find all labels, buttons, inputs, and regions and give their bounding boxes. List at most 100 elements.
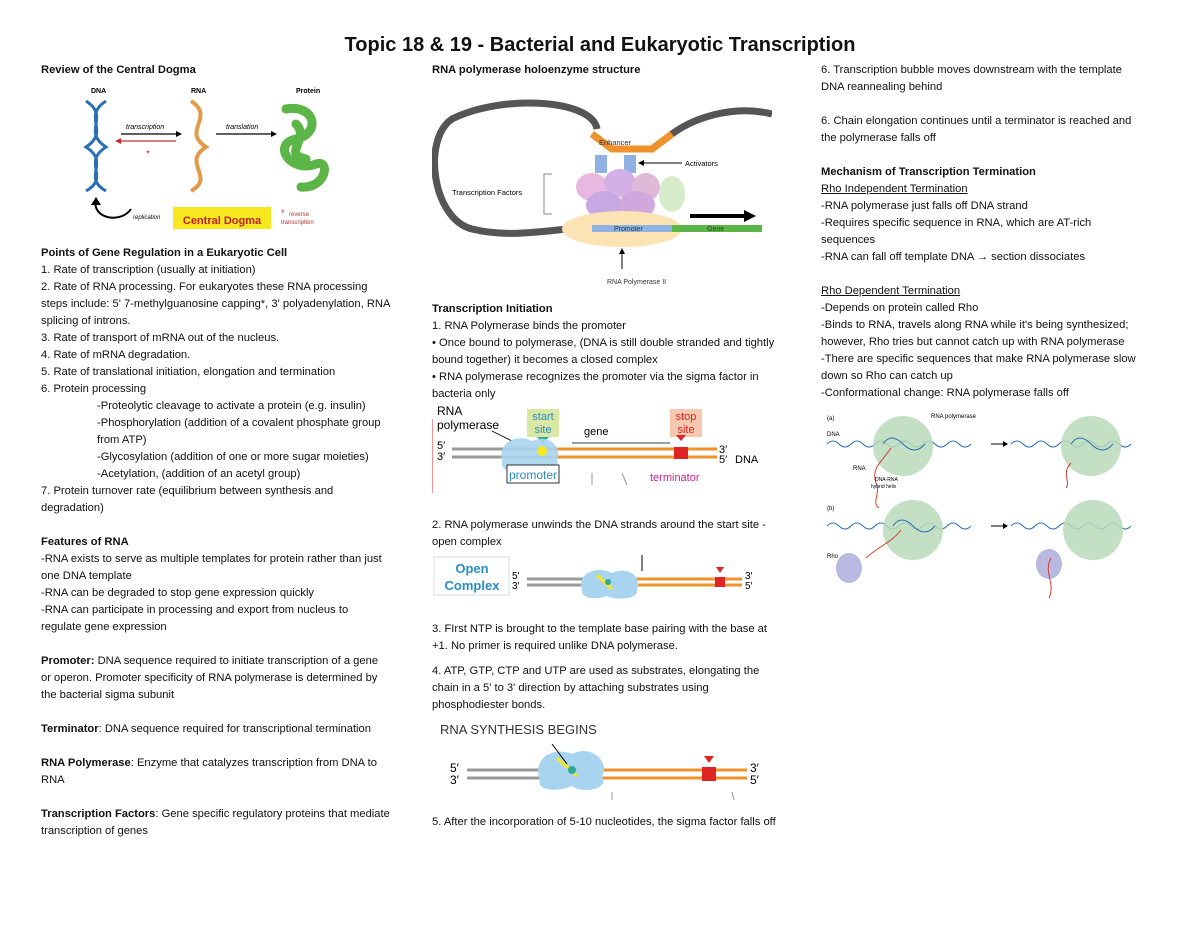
rho-dependent-item: -Depends on protein called Rho	[821, 302, 979, 314]
hybrid-label-1: DNA-RNA	[875, 477, 898, 483]
page-title: Topic 18 & 19 - Bacterial and Eukaryotic…	[344, 34, 856, 56]
fig-protein-label: Protein	[296, 88, 320, 95]
regulation-item: 4. Rate of mRNA degradation.	[41, 349, 191, 361]
regulation-item: 1. Rate of transcription (usually at ini…	[41, 264, 256, 276]
rho-independent-item: -Requires specific sequence in RNA, whic…	[821, 217, 1092, 246]
panel-a-label: (a)	[827, 416, 834, 422]
fig1-polymerase-label: polymerase	[437, 418, 499, 432]
fig-rna-label: RNA	[191, 88, 206, 95]
gene-label: Gene	[707, 226, 724, 233]
step-3: 3. FIrst NTP is brought to the template …	[432, 623, 767, 652]
fig1-r3prime: 3′	[719, 444, 727, 456]
fig1-5prime: 5′	[437, 440, 445, 452]
open-label: Open	[455, 561, 488, 576]
legend-reverse-2: transcription	[281, 220, 314, 226]
rna-features-heading: Features of RNA	[41, 536, 129, 548]
rho-independent-item: -RNA polymerase just falls off DNA stran…	[821, 200, 1028, 212]
rho-independent-heading: Rho Independent Termination	[821, 183, 968, 195]
definition-term: Terminator	[41, 723, 99, 735]
fig-transcription-label: transcription	[126, 124, 164, 131]
holoenzyme-figure: Enhancer Activators Transcription Factor…	[432, 99, 772, 286]
definition-term: Promoter:	[41, 655, 95, 667]
regulation-item: 7. Protein turnover rate (equilibrium be…	[41, 485, 334, 514]
fig3-5prime: 5′	[450, 761, 460, 775]
definition: Terminator: DNA sequence required for tr…	[41, 721, 391, 738]
dna-helix-icon	[83, 99, 109, 193]
rho-dependent-heading: Rho Dependent Termination	[821, 285, 961, 297]
protein-icon	[280, 103, 329, 192]
regulation-item: 3. Rate of transport of mRNA out of the …	[41, 332, 280, 344]
transcription-factors-label: Transcription Factors	[452, 188, 522, 197]
rna-feature: -RNA can be degraded to stop gene expres…	[41, 587, 315, 599]
central-dogma-banner	[173, 207, 271, 229]
fig1-gene-label: gene	[584, 426, 608, 438]
fig1-r5prime: 5′	[719, 454, 727, 466]
fig-star: *	[146, 149, 150, 160]
initiation-heading: Transcription Initiation	[432, 303, 553, 315]
step-4: 4. ATP, GTP, CTP and UTP are used as sub…	[432, 665, 760, 711]
definition-text: : Gene specific regulatory proteins that…	[41, 808, 390, 837]
initiation-item: • RNA polymerase recognizes the promoter…	[432, 371, 759, 400]
replication-arrow-icon	[94, 198, 132, 219]
rho-dependent-item: -There are specific sequences that make …	[821, 353, 1136, 382]
definition-term: Transcription Factors	[41, 808, 156, 820]
definition-text: : DNA sequence required for transcriptio…	[98, 723, 371, 735]
rna-feature: -RNA exists to serve as multiple templat…	[41, 553, 382, 582]
step-6a: 6. Transcription bubble moves downstream…	[821, 64, 1122, 93]
rho-termination-figure: (a) DNA RNA polymerase RNA DNA-RNA hybri…	[826, 414, 1132, 599]
definition-term: RNA Polymerase	[41, 757, 131, 769]
processing-item: -Phosphorylation (addition of a covalent…	[97, 417, 381, 446]
fig1-stop-label: stop	[676, 411, 697, 423]
legend-star: *	[281, 208, 285, 218]
rho-dna-label: DNA	[827, 432, 840, 438]
complex-label: Complex	[445, 578, 501, 593]
banner-text: Central Dogma	[183, 215, 262, 227]
promoter-label: Promoter	[614, 226, 643, 233]
fig2-r5prime: 5′	[745, 581, 753, 592]
column-2: RNA polymerase holoenzyme structure Enha…	[432, 62, 777, 831]
enhancer-label: Enhancer	[599, 138, 632, 147]
fig2-3prime: 3′	[512, 581, 520, 592]
processing-item: -Glycosylation (addition of one or more …	[97, 451, 369, 463]
definition-text: : Enzyme that catalyzes transcription fr…	[41, 757, 377, 786]
rho-dependent-item: -Binds to RNA, travels along RNA while i…	[821, 319, 1129, 348]
rho-rnapol-label: RNA polymerase	[931, 414, 977, 420]
fig-replication-label: replication	[133, 215, 161, 221]
fig1-start-label: start	[532, 411, 553, 423]
panel-b-label: (b)	[827, 506, 834, 512]
fig-translation-label: translation	[226, 124, 258, 131]
step-5: 5. After the incorporation of 5-10 nucle…	[432, 816, 776, 828]
rho-dependent-item: -Conformational change: RNA polymerase f…	[821, 387, 1069, 399]
definition: Transcription Factors: Gene specific reg…	[41, 806, 391, 840]
rho-rna-label: RNA	[853, 466, 866, 472]
definition: RNA Polymerase: Enzyme that catalyzes tr…	[41, 755, 391, 789]
fig-dna-label: DNA	[91, 88, 106, 95]
regulation-heading: Points of Gene Regulation in a Eukaryoti…	[41, 247, 288, 259]
regulation-item: 5. Rate of translational initiation, elo…	[41, 366, 336, 378]
initiation-item: 1. RNA Polymerase binds the promoter	[432, 320, 627, 332]
legend-reverse: reverse	[289, 212, 310, 218]
definition-text: DNA sequence required to initiate transc…	[41, 655, 379, 701]
fig1-terminator-label: terminator	[650, 472, 700, 484]
rho-independent-item: -RNA can fall off template DNA → section…	[821, 251, 1086, 263]
fig2-r3prime: 3′	[745, 571, 753, 582]
rho-label: Rho	[827, 554, 839, 560]
regulation-item: 6. Protein processing	[41, 383, 147, 395]
termination-heading: Mechanism of Transcription Termination	[821, 166, 1036, 178]
central-dogma-heading: Review of the Central Dogma	[41, 64, 196, 76]
holoenzyme-heading: RNA polymerase holoenzyme structure	[432, 64, 641, 76]
central-dogma-figure: DNA RNA Protein transcription * translat…	[83, 88, 329, 229]
processing-item: -Proteolytic cleavage to activate a prot…	[97, 400, 366, 412]
fig3-3prime: 3′	[450, 773, 460, 787]
fig1-site-label: site	[534, 424, 551, 436]
open-complex-figure: Open Complex 5′ 3′ 3′ 5′	[433, 555, 753, 599]
fig1-rna-label: RNA	[437, 404, 462, 418]
fig1-3prime: 3′	[437, 451, 445, 463]
fig3-r3prime: 3′	[750, 761, 760, 775]
column-1: Review of the Central Dogma DNA RNA Prot…	[41, 62, 391, 840]
fig1-promoter-label: promoter	[509, 468, 557, 482]
initiation-item: • Once bound to polymerase, (DNA is stil…	[432, 337, 775, 366]
definition: Promoter: DNA sequence required to initi…	[41, 653, 391, 704]
rna-feature: -RNA can participate in processing and e…	[41, 604, 349, 633]
fig3-r5prime: 5′	[750, 773, 760, 787]
